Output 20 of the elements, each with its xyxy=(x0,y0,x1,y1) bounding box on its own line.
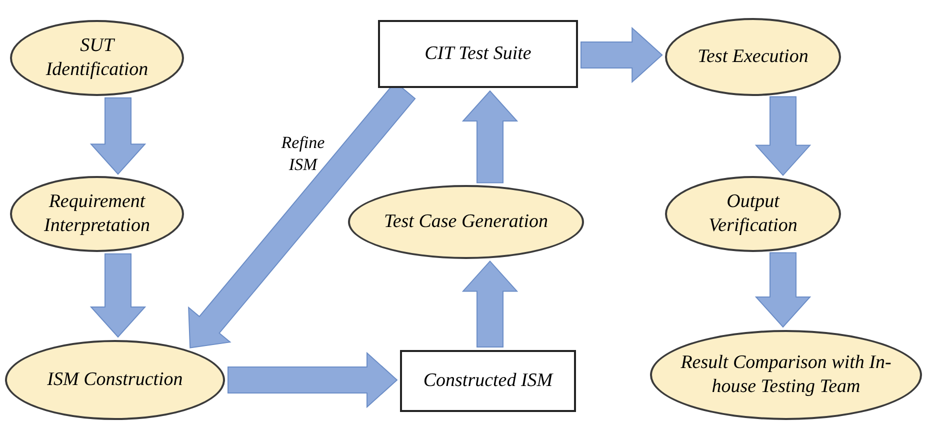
block-arrow xyxy=(90,97,146,175)
node-label: CIT Test Suite xyxy=(424,42,532,66)
node-label: Result Comparison with In-house Testing Team xyxy=(680,351,892,399)
process-box xyxy=(400,350,576,412)
block-arrow xyxy=(462,90,518,184)
node-label: SUT Identification xyxy=(44,34,150,82)
node-label: ISM Construction xyxy=(47,368,183,392)
node-label: Test Case Generation xyxy=(384,210,548,234)
process-box xyxy=(378,20,578,88)
node-label: Output Verification xyxy=(708,190,798,238)
block-arrow xyxy=(580,26,663,84)
node-label: Constructed ISM xyxy=(423,369,553,393)
block-arrow xyxy=(754,252,812,328)
block-arrow xyxy=(754,96,812,176)
node-label: Requirement Interpretation xyxy=(43,190,151,238)
node-label: Test Execution xyxy=(698,45,808,69)
block-arrow xyxy=(90,253,146,338)
block-arrow xyxy=(228,352,398,408)
block-arrow xyxy=(462,260,518,348)
edge-label: Refine ISM xyxy=(280,132,326,176)
